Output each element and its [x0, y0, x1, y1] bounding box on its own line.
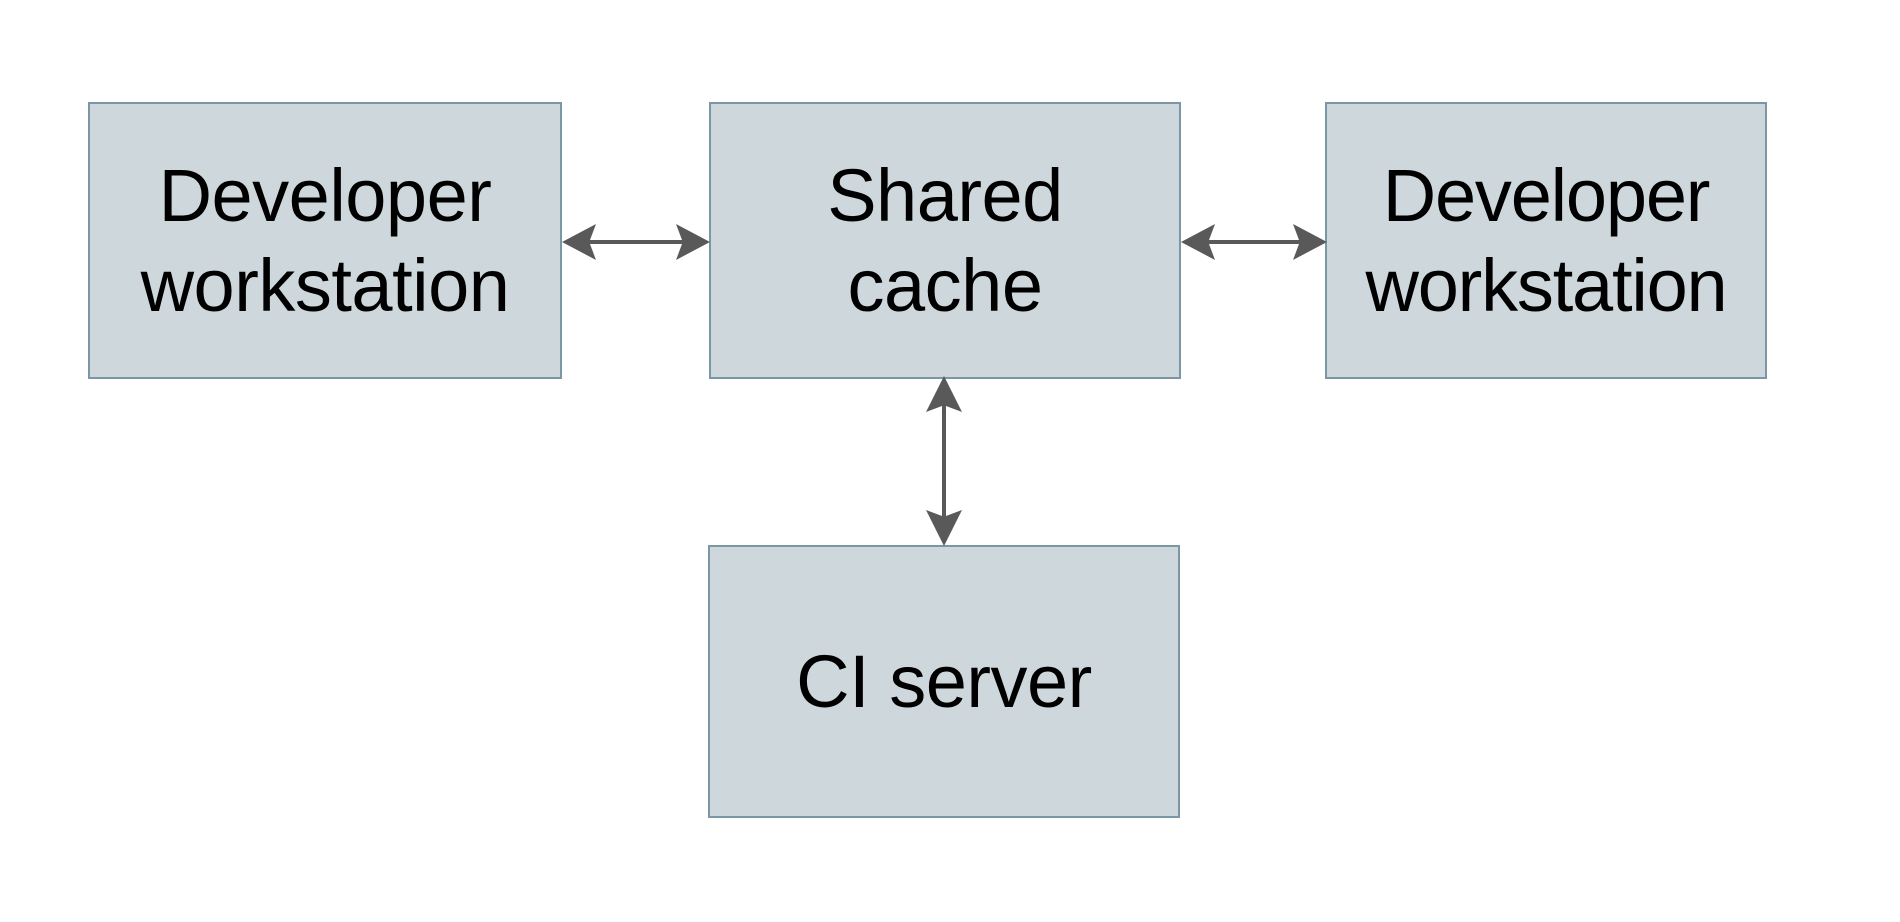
node-label: Developer workstation: [140, 153, 510, 327]
edge-shared-cache-to-ci-server: [914, 376, 974, 546]
edge-developer-left-to-shared-cache: [562, 212, 710, 272]
edge-shared-cache-to-developer-right: [1181, 212, 1327, 272]
node-label: Developer workstation: [1365, 153, 1727, 327]
node-shared-cache[interactable]: Shared cache: [709, 102, 1181, 379]
node-developer-workstation-right[interactable]: Developer workstation: [1325, 102, 1767, 379]
node-label: Shared cache: [827, 153, 1063, 327]
node-developer-workstation-left[interactable]: Developer workstation: [88, 102, 562, 379]
double-arrow-horizontal-icon: [1181, 224, 1327, 260]
node-label: CI server: [796, 639, 1092, 723]
double-arrow-vertical-icon: [926, 376, 962, 546]
node-ci-server[interactable]: CI server: [708, 545, 1180, 818]
double-arrow-horizontal-icon: [562, 224, 710, 260]
